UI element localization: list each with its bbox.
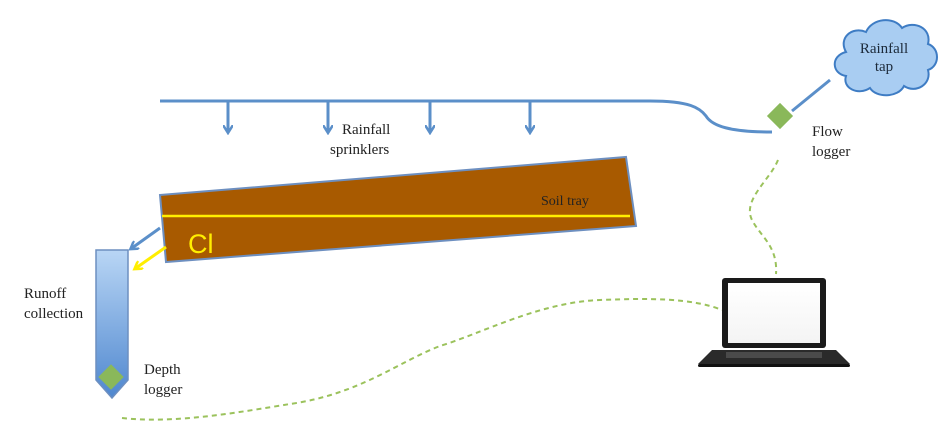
flow-logger-label-line1: Flow (812, 124, 843, 140)
runoff-collection-tube (95, 249, 129, 400)
rainfall-tap-label-line1: Rainfall (860, 41, 908, 57)
depth-logger-cable (121, 298, 723, 421)
laptop-icon (698, 278, 850, 367)
flow-logger-diamond (764, 100, 796, 132)
rainfall-tap-label-line2: tap (875, 59, 893, 75)
soil-tray (158, 155, 638, 264)
depth-logger-label-line1: Depth (144, 362, 181, 378)
laptop-keyboard (726, 352, 822, 358)
cloud-icon (833, 19, 938, 97)
soil-tray-label: Soil tray (541, 194, 589, 209)
laptop-screen (728, 283, 820, 343)
runoff-collection-label-line2: collection (24, 306, 84, 322)
sprinkler-arrows (228, 101, 530, 131)
rainfall-sprinklers-label-line2: sprinklers (330, 142, 389, 158)
runoff-outflow-arrow (132, 226, 161, 248)
rainfall-sprinklers-label-line1: Rainfall (342, 122, 390, 138)
tracer-outflow-arrow (136, 245, 167, 268)
flow-logger-label-line2: logger (812, 144, 850, 160)
rainfall-tap-cloud: Rainfall tap (833, 19, 938, 97)
tracer-label: Cl (188, 229, 214, 259)
rainfall-supply-pipe (160, 99, 773, 134)
flow-logger-cable (748, 159, 779, 275)
runoff-collection-label-line1: Runoff (24, 286, 66, 302)
depth-logger-label-line2: logger (144, 382, 182, 398)
laptop-base-edge (698, 364, 850, 367)
depth-logger-diamond (98, 364, 124, 390)
tap-connector-line (791, 78, 831, 113)
